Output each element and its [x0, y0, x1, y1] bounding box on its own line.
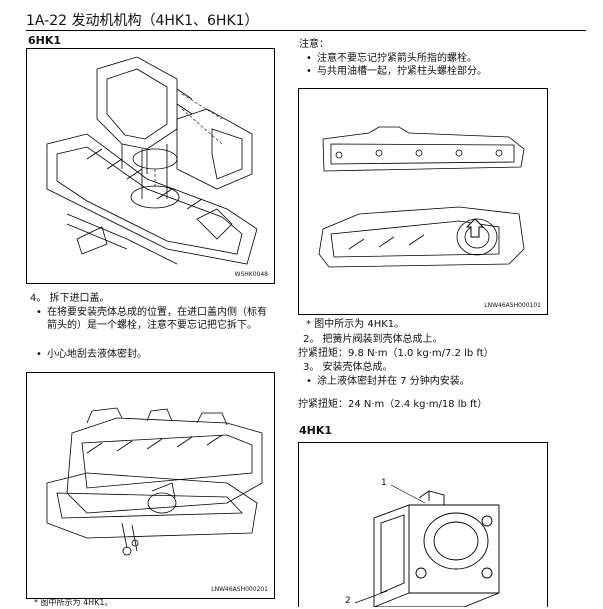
step-2: 2。 把簧片阀装到壳体总成上。	[303, 334, 443, 345]
housing-drawing	[354, 484, 500, 607]
inlet-cover-drawing	[46, 407, 263, 556]
bullet-3: 涂上液体密封并在 7 分钟内安装。	[306, 375, 470, 388]
bullet-1-line-1: 在将要安装壳体总成的位置，在进口盖内侧（标有	[36, 306, 267, 319]
figure-reed-valve: LNW46ASH000101	[298, 88, 548, 315]
note-title: 注意：	[299, 39, 329, 50]
torque-spec-2: 拧紧扭矩：24 N·m（2.4 kg·m/18 lb ft）	[298, 399, 488, 410]
torque-spec-1: 拧紧扭矩：9.8 N·m（1.0 kg·m/7.2 lb ft）	[298, 348, 494, 359]
figure-code: LNW46ASH000201	[211, 586, 268, 593]
figure-note: * 图中所示为 4HK1。	[306, 319, 405, 330]
note-2: 与共用油槽一起，拧紧柱头螺栓部分。	[306, 65, 487, 78]
section-title-4hk1: 4HK1	[299, 424, 333, 437]
figure-code: LNW46ASH000101	[484, 302, 541, 309]
figure-inlet-cover: LNW46ASH000201	[26, 372, 275, 599]
callout-1: 1	[381, 478, 387, 488]
section-title-6hk1: 6HK1	[28, 34, 62, 47]
step-4: 4。 拆下进口盖。	[30, 293, 110, 304]
bullet-1-line-2: 箭头的）是一个螺栓，注意不要忘记把它拆下。	[47, 320, 257, 331]
page-title: 1A-22 发动机机构（4HK1、6HK1）	[26, 13, 259, 29]
step-3: 3。 安装壳体总成。	[303, 362, 393, 373]
figure-housing-4hk1: 1 2	[298, 442, 548, 607]
note-1: 注意不要忘记拧紧箭头所指的螺栓。	[306, 52, 477, 65]
figure-note: * 图中所示为 4HK1。	[34, 598, 113, 607]
reed-valve-drawing	[318, 126, 525, 268]
figure-code: WSHK0048	[234, 271, 268, 278]
bullet-2: 小心地刮去液体密封。	[36, 348, 147, 361]
figure-6hk1-exploded: WSHK0048	[26, 48, 275, 284]
page-header: 1A-22 发动机机构（4HK1、6HK1）	[26, 6, 586, 31]
exploded-intake-drawing	[46, 56, 258, 265]
callout-2: 2	[345, 596, 351, 606]
